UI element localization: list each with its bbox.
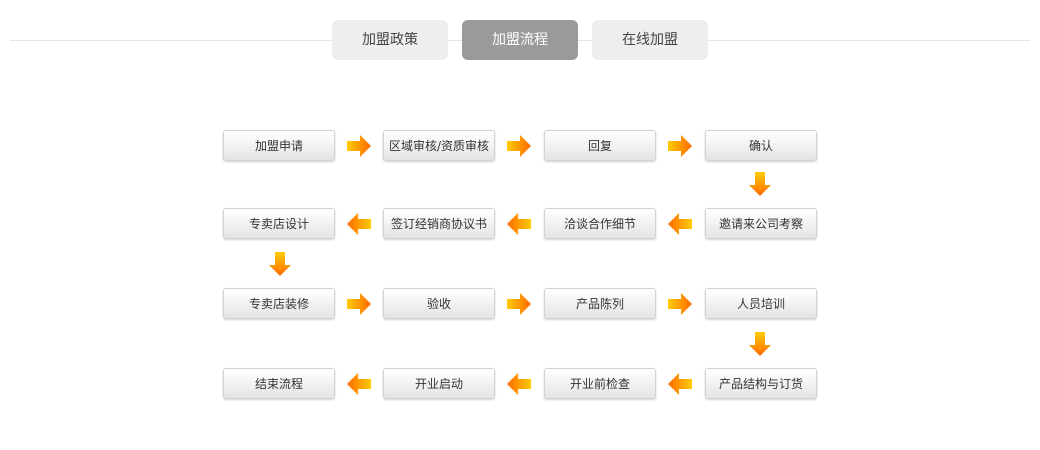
step-reply: 回复 (544, 130, 656, 161)
arrow-left-icon (347, 213, 371, 235)
arrow-left-icon (347, 373, 371, 395)
arrow-down-icon (749, 332, 771, 356)
arrow-right-icon (668, 135, 692, 157)
tab-join-process[interactable]: 加盟流程 (462, 20, 578, 60)
arrow-right-icon (347, 293, 371, 315)
arrow-left-icon (668, 373, 692, 395)
step-confirm: 确认 (705, 130, 817, 161)
step-opening-launch: 开业启动 (383, 368, 495, 399)
arrow-left-icon (507, 373, 531, 395)
arrow-down-icon (269, 252, 291, 276)
tab-online-join[interactable]: 在线加盟 (592, 20, 708, 60)
arrow-right-icon (507, 293, 531, 315)
arrow-left-icon (507, 213, 531, 235)
step-store-decoration: 专卖店装修 (223, 288, 335, 319)
step-pre-opening-check: 开业前检查 (544, 368, 656, 399)
step-visit-company: 邀请来公司考察 (705, 208, 817, 239)
step-join-application: 加盟申请 (223, 130, 335, 161)
step-sign-dealer-agreement: 签订经销商协议书 (383, 208, 495, 239)
step-region-qualification-review: 区域审核/资质审核 (383, 130, 495, 161)
arrow-right-icon (507, 135, 531, 157)
step-staff-training: 人员培训 (705, 288, 817, 319)
arrow-right-icon (347, 135, 371, 157)
arrow-right-icon (668, 293, 692, 315)
tab-join-policy[interactable]: 加盟政策 (332, 20, 448, 60)
step-inspection: 验收 (383, 288, 495, 319)
arrow-left-icon (668, 213, 692, 235)
step-store-design: 专卖店设计 (223, 208, 335, 239)
step-product-structure-order: 产品结构与订货 (705, 368, 817, 399)
step-negotiate-details: 洽谈合作细节 (544, 208, 656, 239)
arrow-down-icon (749, 172, 771, 196)
step-end-process: 结束流程 (223, 368, 335, 399)
step-product-display: 产品陈列 (544, 288, 656, 319)
